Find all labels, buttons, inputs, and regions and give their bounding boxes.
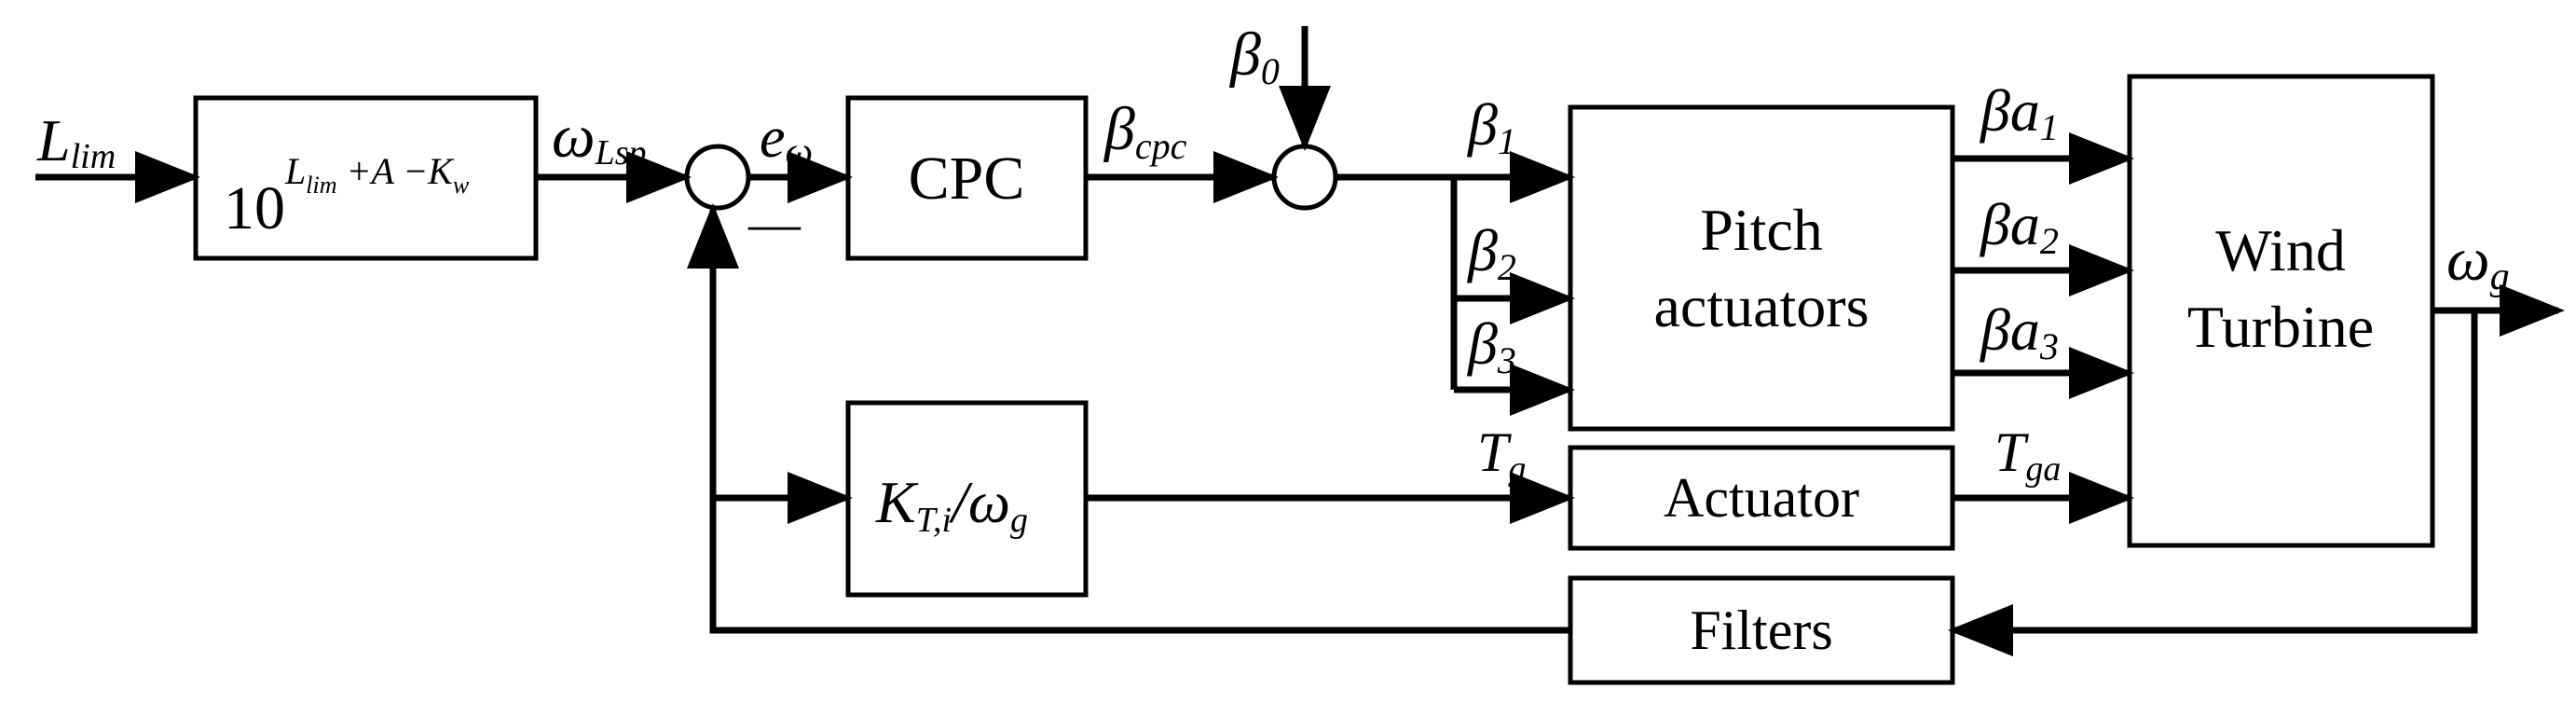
signal-e-omega: eω [760, 106, 813, 173]
signal-omega-lsp: ωLsp [552, 103, 647, 172]
cpc-block [845, 95, 1089, 261]
pitch-label-line2: actuators [1654, 273, 1870, 339]
filters-label: Filters [1690, 600, 1832, 661]
signal-beta3: β3 [1466, 310, 1516, 381]
signal-beta-a1: βa1 [1979, 77, 2059, 148]
signal-omega-g: ωg [2446, 226, 2510, 298]
pitch-actuators-block [1568, 104, 1955, 432]
feedback-to-filters [1948, 310, 2478, 656]
feedback-to-sum [687, 203, 1570, 634]
signal-beta-a2: βa2 [1979, 191, 2059, 262]
actuator-block [1568, 445, 1955, 551]
actuator-label: Actuator [1664, 467, 1859, 529]
gain-block [193, 95, 539, 261]
signal-beta0: β0 [1228, 21, 1280, 92]
summing-junction-2 [1271, 144, 1338, 211]
cpc-label: CPC [909, 145, 1025, 213]
signal-beta1: β1 [1466, 91, 1516, 162]
signal-beta2: β2 [1466, 217, 1516, 288]
wind-turbine-block [2127, 74, 2435, 548]
turbine-label-line2: Turbine [2187, 294, 2374, 360]
turbine-label-line1: Wind [2215, 217, 2346, 283]
summing-junction-1 [684, 144, 751, 211]
gain-label: 10Llim +A −Kw [224, 150, 470, 242]
minus-sign: — [747, 195, 802, 253]
signal-tga: Tga [1994, 421, 2061, 489]
kt-label: KT,i/ωg [875, 469, 1028, 540]
signal-tg: Tg [1477, 421, 1526, 489]
signal-llim: Llim [36, 107, 116, 176]
pitch-label-line1: Pitch [1700, 197, 1823, 263]
signal-beta-cpc: βcpc [1103, 95, 1187, 167]
signal-beta-a3: βa3 [1979, 296, 2059, 367]
